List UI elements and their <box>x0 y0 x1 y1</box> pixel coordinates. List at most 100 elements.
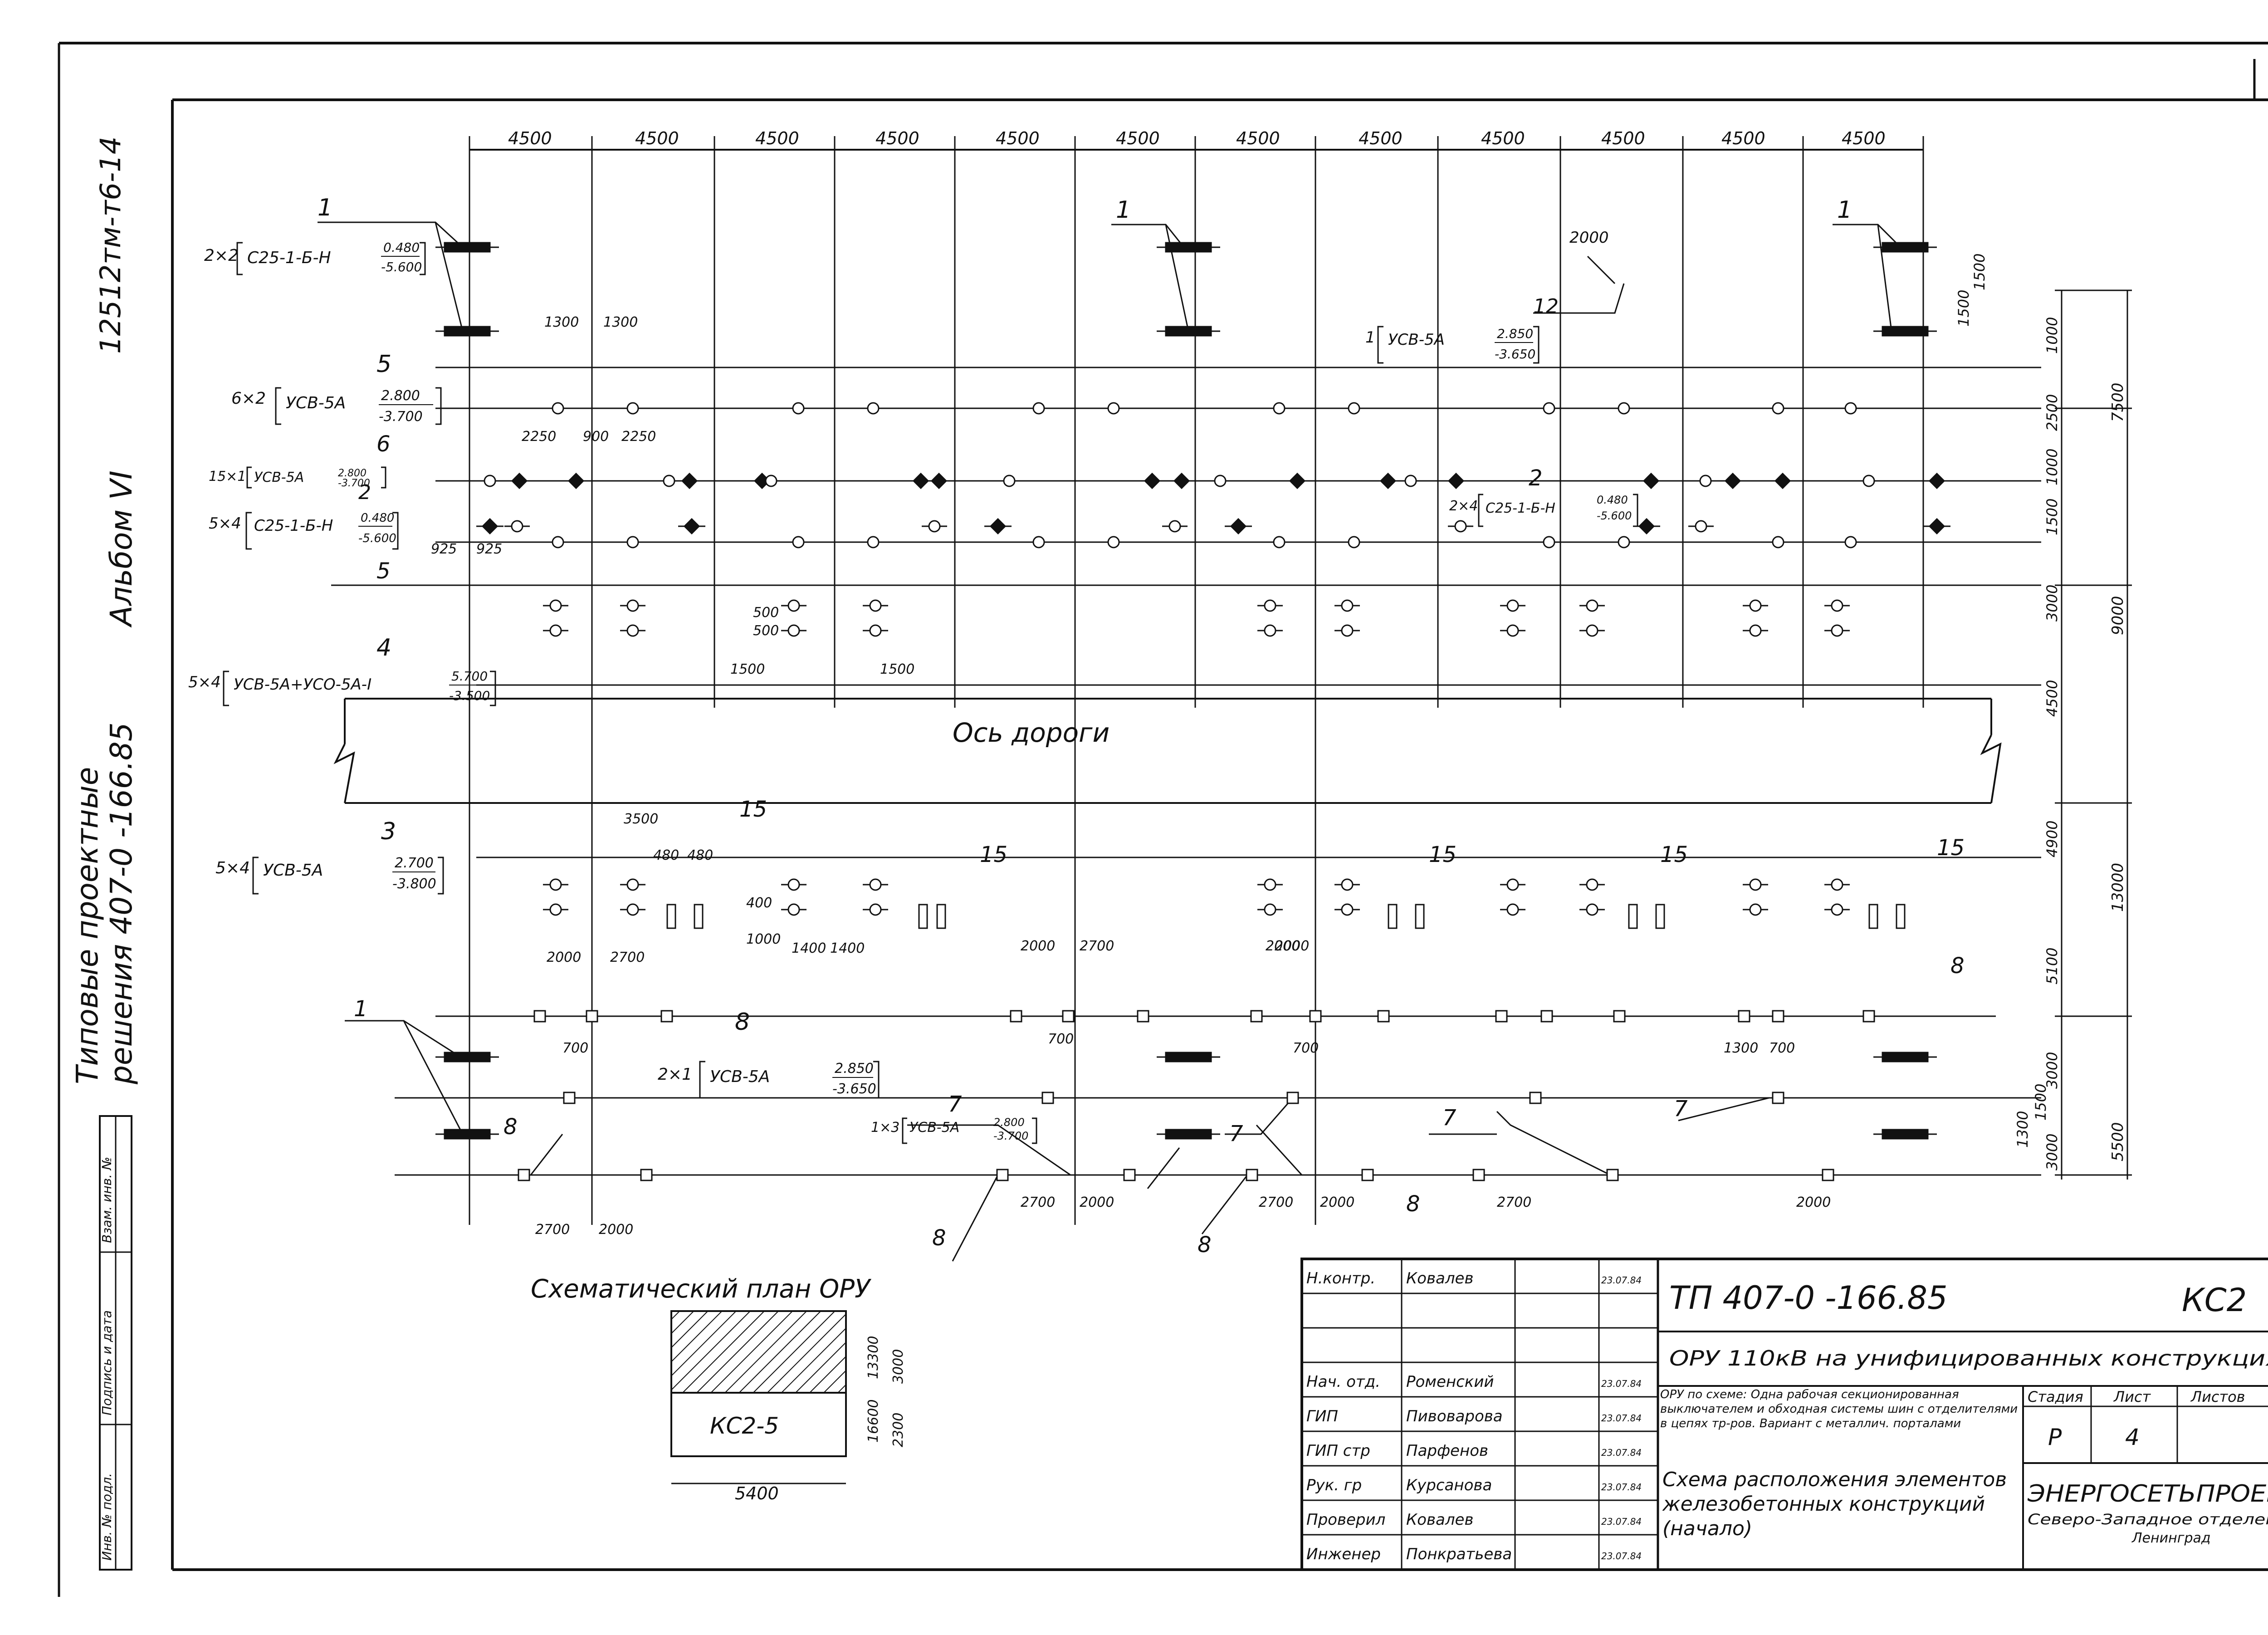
road-axis-label: Ось дороги <box>953 717 1110 748</box>
right-large-dims: 7500 9000 13000 5500 <box>2109 382 2127 1161</box>
rdim: 1500 <box>2043 499 2061 535</box>
footing-symbol <box>1168 520 1181 533</box>
footing-symbol <box>484 475 496 487</box>
title-row-date: 23.07.84 <box>1601 1551 1642 1562</box>
pile-symbol <box>1772 1092 1784 1104</box>
rdim: 1500 <box>1971 254 1988 290</box>
title-row-date: 23.07.84 <box>1601 1378 1642 1389</box>
inner-dims: 1300 1300 2250 900 2250 925 925 500 500 … <box>431 314 1831 1238</box>
rdim: 2500 <box>2043 394 2061 431</box>
footing-symbol <box>1831 599 1843 612</box>
title-row-name: Ковалев <box>1406 1269 1474 1287</box>
stamp-cell-sign: Подпись и дата <box>99 1310 114 1415</box>
footing-symbol <box>1618 402 1630 415</box>
footing-symbol <box>869 903 882 916</box>
label-7: 7 <box>1229 1121 1243 1146</box>
span-dim: 4500 <box>1359 128 1403 148</box>
footing-symbol <box>1341 903 1354 916</box>
key-plan-cell <box>670 1392 847 1457</box>
key-plan-cell-label: КС2-5 <box>710 1413 779 1439</box>
group-qty: 1 <box>1365 328 1375 347</box>
group-number: 7 <box>948 1092 962 1117</box>
key-plan-dim: 13300 <box>865 1336 881 1379</box>
footing-symbol <box>1749 599 1762 612</box>
panel-symbol <box>694 904 704 929</box>
group-4: 4 5×4 УСВ-5А+УСО-5А-I 5.700 -3.500 <box>188 634 496 706</box>
title-row-date: 23.07.84 <box>1601 1447 1642 1458</box>
footing-symbol <box>1844 402 1857 415</box>
group-2: 2 5×4 С25-1-Б-Н 0.480 -5.600 5 <box>209 481 399 584</box>
pile-symbol <box>1377 1010 1390 1023</box>
key-plan-width: 5400 <box>735 1483 779 1503</box>
rdim: 3000 <box>2043 1052 2061 1089</box>
title-row-name: Ковалев <box>1406 1511 1474 1529</box>
group-elev-bottom: -3.500 <box>449 688 490 703</box>
footing-symbol <box>1586 599 1598 612</box>
rdim: 1300 <box>2014 1111 2031 1148</box>
inner-dim: 700 <box>1048 1031 1074 1047</box>
footing-symbol <box>1618 536 1630 548</box>
inner-dim: 2000 <box>1080 1194 1114 1210</box>
group-number: 5 <box>376 351 391 378</box>
sheet-label: Лист <box>2113 1388 2151 1405</box>
group-number: 8 <box>735 1008 750 1036</box>
label-7: 7 <box>1674 1096 1688 1121</box>
panel-symbol <box>1896 904 1906 929</box>
footing-symbol <box>1107 402 1120 415</box>
sheet-border <box>58 42 2268 1597</box>
footing-symbol <box>552 536 564 548</box>
group-mark: УСВ-5А+УСО-5А-I <box>234 676 371 694</box>
group-elev-top: 2.800 <box>993 1116 1025 1129</box>
rdim: 1500 <box>2032 1084 2049 1121</box>
inner-dim: 925 <box>431 541 457 557</box>
footing-symbol <box>869 878 882 891</box>
footing-symbol <box>626 536 639 548</box>
footing-symbol <box>765 475 777 487</box>
pile-symbol <box>533 1010 546 1023</box>
pile-symbol <box>1822 1169 1834 1181</box>
footing-symbol <box>552 402 564 415</box>
org-name: ЭНЕРГОСЕТЬПРОЕКТ <box>2027 1480 2268 1508</box>
group-mark: С25-1-Б-Н <box>247 249 331 267</box>
label-1: 1 <box>354 996 368 1022</box>
inner-dim: 900 <box>583 429 609 445</box>
group-dim: 2000 <box>1569 229 1609 247</box>
group-elev-top: 0.480 <box>361 511 394 525</box>
footing-symbol <box>1695 520 1707 533</box>
panel-symbol <box>1868 904 1878 929</box>
group-qty: 6×2 <box>231 389 266 408</box>
group-mark: УСВ-5А <box>909 1120 959 1136</box>
inner-dim: 2700 <box>1021 1194 1055 1210</box>
label-8: 8 <box>1950 953 1965 979</box>
inner-dim: 925 <box>476 541 502 557</box>
footing-symbol <box>787 878 800 891</box>
org-city: Ленинград <box>2131 1530 2211 1546</box>
label-8: 8 <box>503 1114 518 1140</box>
inner-dim: 500 <box>753 623 779 639</box>
group-elev-top: 2.850 <box>1497 326 1533 341</box>
sheet-mark: КС2 <box>2182 1282 2247 1319</box>
footing-symbol <box>626 402 639 415</box>
span-dim: 4500 <box>1842 128 1886 148</box>
title-row-name: Курсанова <box>1406 1476 1492 1494</box>
label-7: 7 <box>1442 1105 1457 1131</box>
footing-symbol <box>928 520 941 533</box>
footing-symbol <box>1264 903 1276 916</box>
sheets-label: Листов <box>2190 1388 2245 1405</box>
group-elev-bottom: -3.650 <box>1495 347 1535 362</box>
span-dim: 4500 <box>1481 128 1525 148</box>
inner-dim: 2700 <box>610 950 645 965</box>
panel-symbol <box>666 904 676 929</box>
rdim-large: 5500 <box>2109 1122 2127 1161</box>
inner-dim: 2700 <box>1080 938 1114 954</box>
panel-symbol <box>1415 904 1425 929</box>
key-plan-dim: 2300 <box>890 1413 906 1447</box>
span-dim: 4500 <box>635 128 679 148</box>
rdim-large: 7500 <box>2109 382 2127 422</box>
footing-symbol <box>1341 599 1354 612</box>
footing-symbol <box>787 599 800 612</box>
group-qty: 2×2 <box>204 246 239 265</box>
group-8: 8 2×1 УСВ-5А 2.850 -3.650 <box>658 1008 880 1099</box>
footing-symbol <box>1264 624 1276 637</box>
panel-symbol <box>1628 904 1638 929</box>
